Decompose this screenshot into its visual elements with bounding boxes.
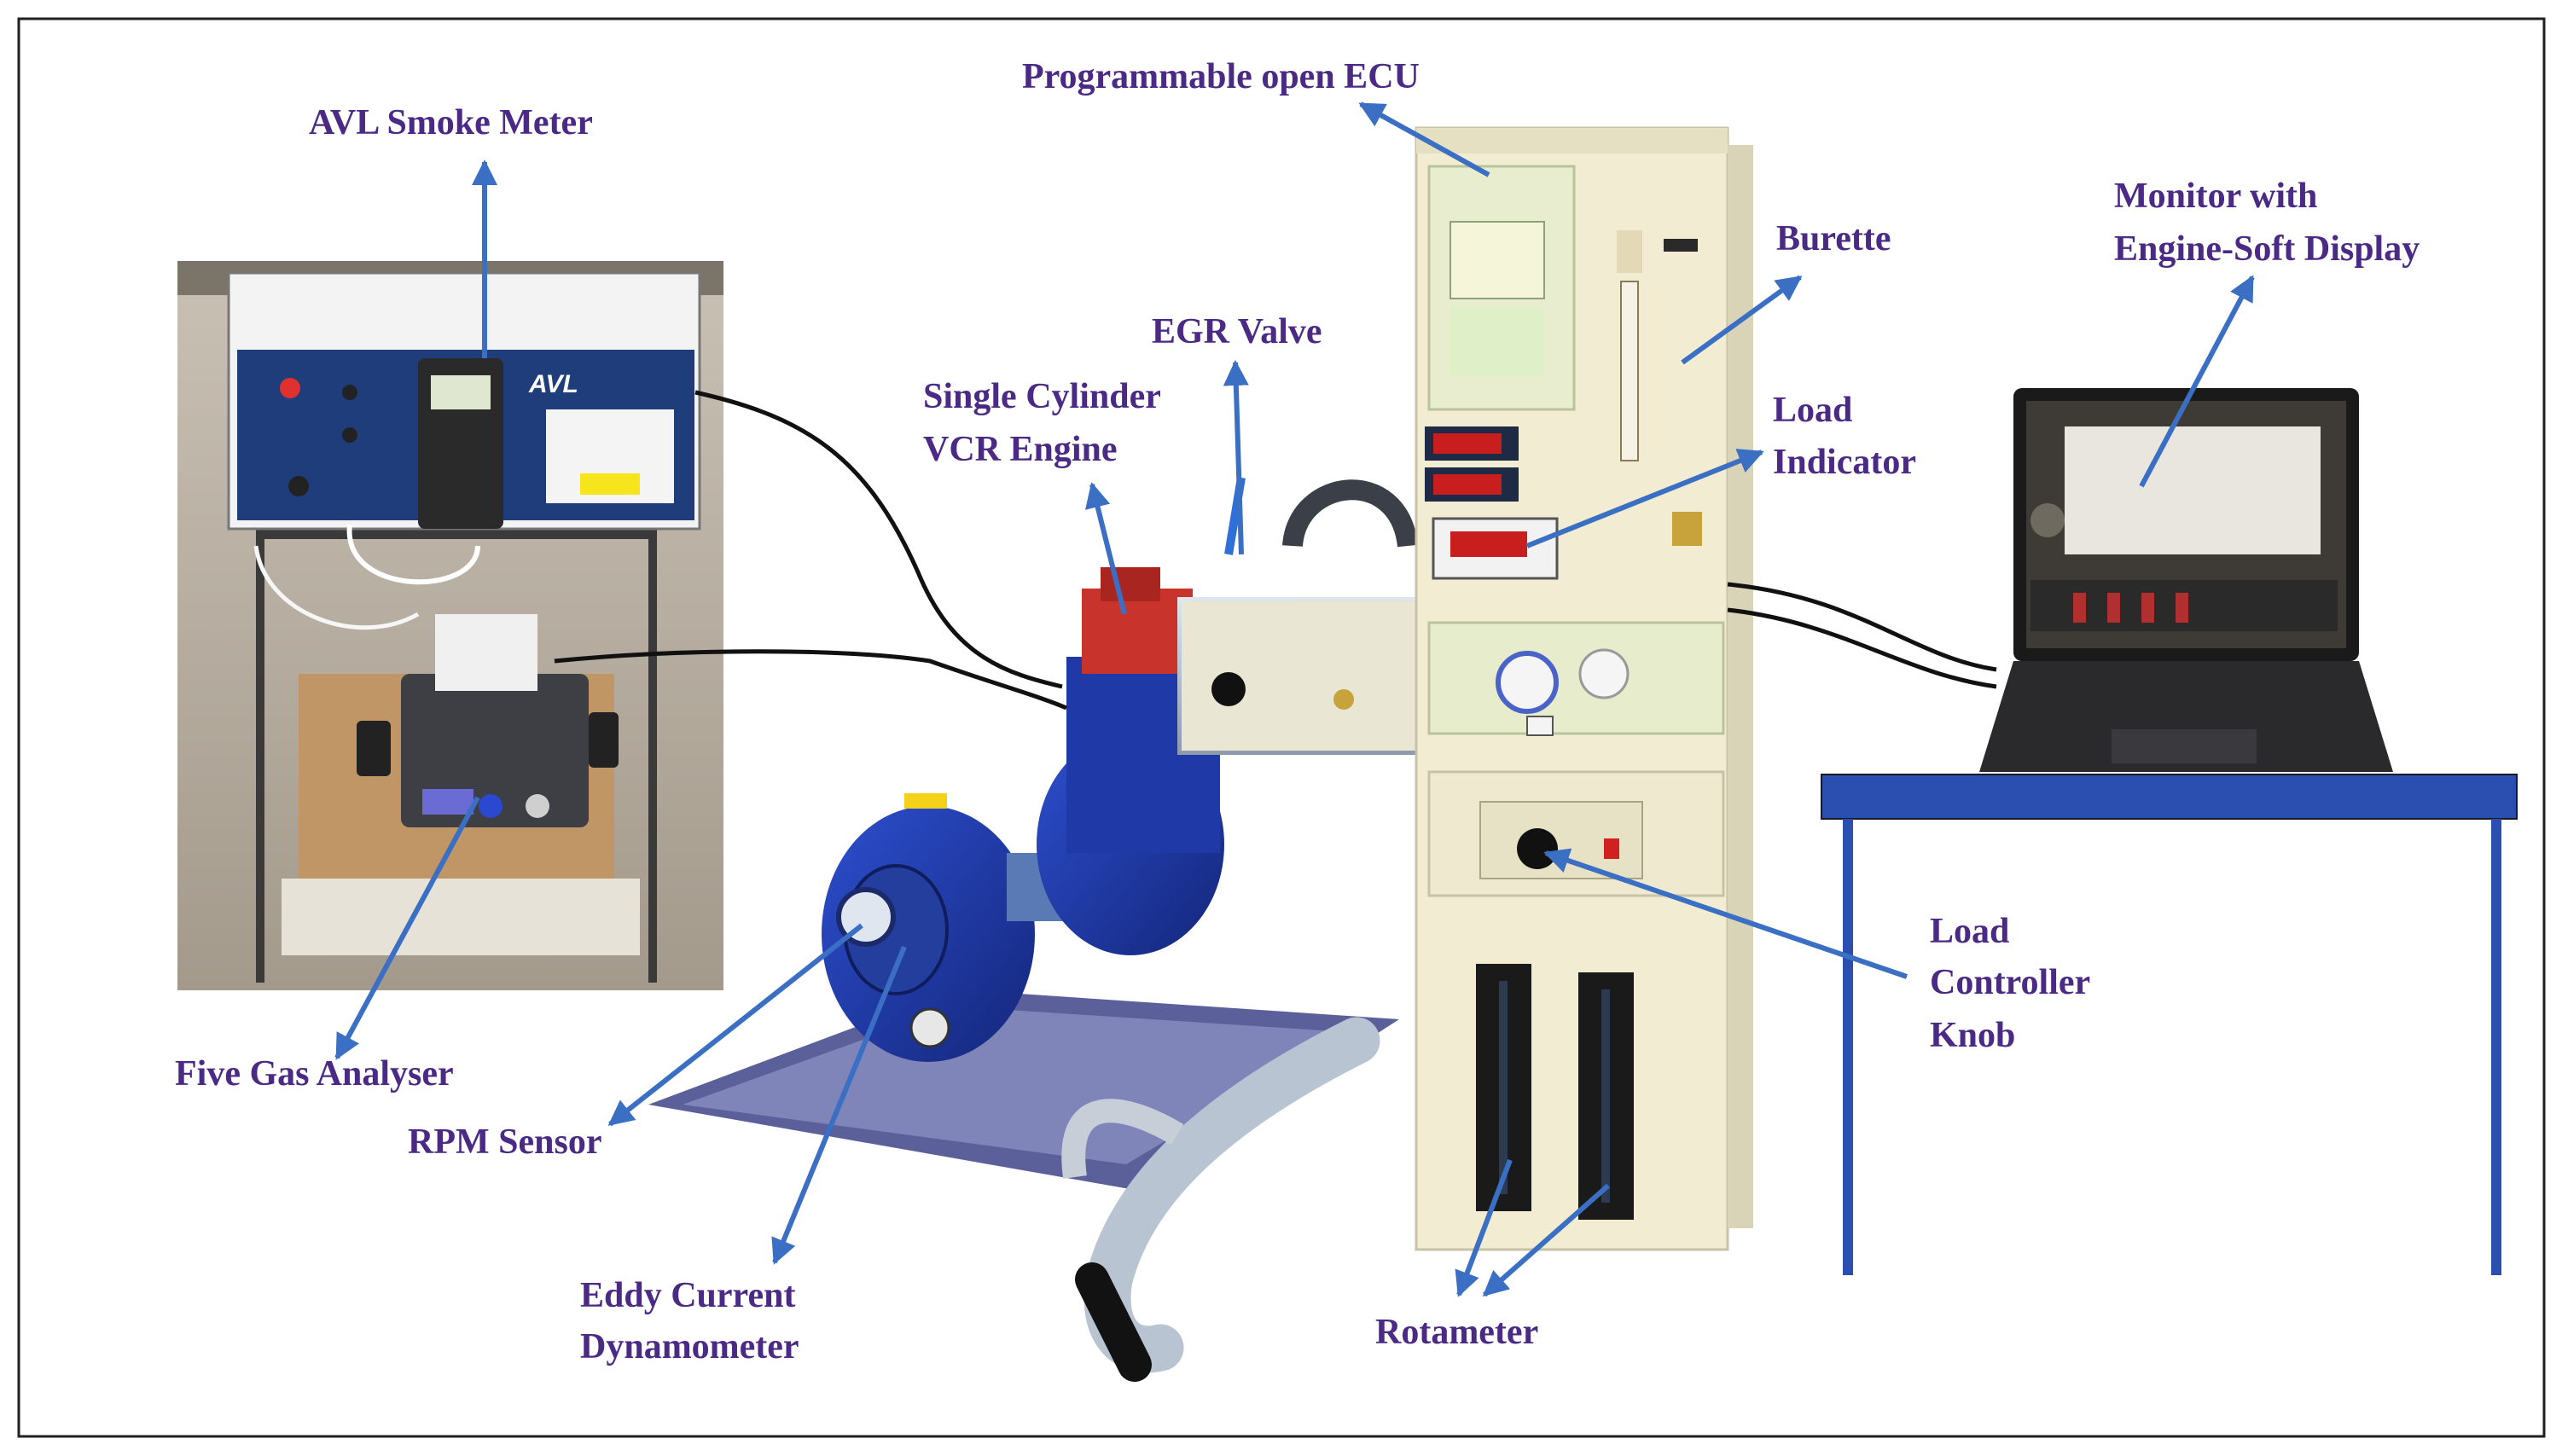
arrow-burette: [1681, 275, 1803, 365]
arrow-eddy-current: [771, 945, 907, 1265]
label-avl-smoke-meter: AVL Smoke Meter: [309, 103, 593, 142]
figure-frame: [17, 17, 2546, 1438]
arrow-single-cylinder: [1084, 482, 1127, 615]
table-leg-right: [2491, 819, 2501, 1275]
arrow-egr-valve: [1223, 360, 1249, 555]
avl-photo: AVL: [177, 261, 723, 990]
table-top: [1821, 774, 2518, 820]
load-controller-knob: [1517, 828, 1558, 869]
signal-cable-4: [1727, 607, 1997, 689]
label-five-gas-analyser: Five Gas Analyser: [175, 1054, 454, 1093]
label-load-indicator-line2: Indicator: [1773, 443, 1916, 482]
burette: [1620, 281, 1639, 461]
label-programmable-ecu: Programmable open ECU: [1022, 57, 1420, 96]
laptop-keyboard: [1979, 661, 2393, 772]
instrument-panel: [1415, 126, 1753, 1251]
label-load-controller-line3: Knob: [1930, 1016, 2015, 1055]
signal-cable-1: [694, 390, 1063, 689]
engine-assembly: [648, 477, 1420, 1382]
signal-cable-3: [1727, 582, 1997, 672]
arrow-load-controller: [1543, 848, 1908, 979]
arrow-monitor: [2139, 275, 2255, 488]
label-eddy-current-line2: Dynamometer: [580, 1327, 799, 1366]
arrow-rotameter-2: [1482, 1183, 1610, 1297]
label-monitor-line1: Monitor with: [2114, 177, 2317, 216]
table-leg-left: [1843, 819, 1853, 1275]
label-load-controller-line1: Load: [1930, 912, 2009, 951]
desk: [1821, 774, 2518, 1275]
avl-brand-text: AVL: [528, 370, 578, 398]
label-load-indicator-line1: Load: [1773, 391, 1852, 430]
label-egr-valve: EGR Valve: [1152, 312, 1322, 351]
label-rotameter: Rotameter: [1375, 1313, 1538, 1352]
label-eddy-current-line1: Eddy Current: [580, 1276, 795, 1315]
label-burette: Burette: [1776, 219, 1891, 258]
arrow-rotameter-1: [1455, 1158, 1513, 1297]
arrow-load-indicator: [1525, 449, 1764, 548]
arrow-rpm-sensor: [607, 923, 863, 1127]
cylinder-head: [1082, 589, 1193, 674]
label-load-controller-line2: Controller: [1930, 963, 2090, 1002]
arrow-programmable-ecu: [1358, 102, 1490, 177]
label-single-cylinder-line2: VCR Engine: [923, 430, 1118, 469]
label-rpm-sensor: RPM Sensor: [408, 1122, 601, 1162]
laptop: [1979, 388, 2393, 772]
label-monitor-line2: Engine-Soft Display: [2114, 229, 2420, 269]
label-single-cylinder-line1: Single Cylinder: [923, 377, 1161, 416]
signal-cable-2: [554, 649, 1067, 711]
arrow-five-gas-analyser: [334, 796, 480, 1060]
